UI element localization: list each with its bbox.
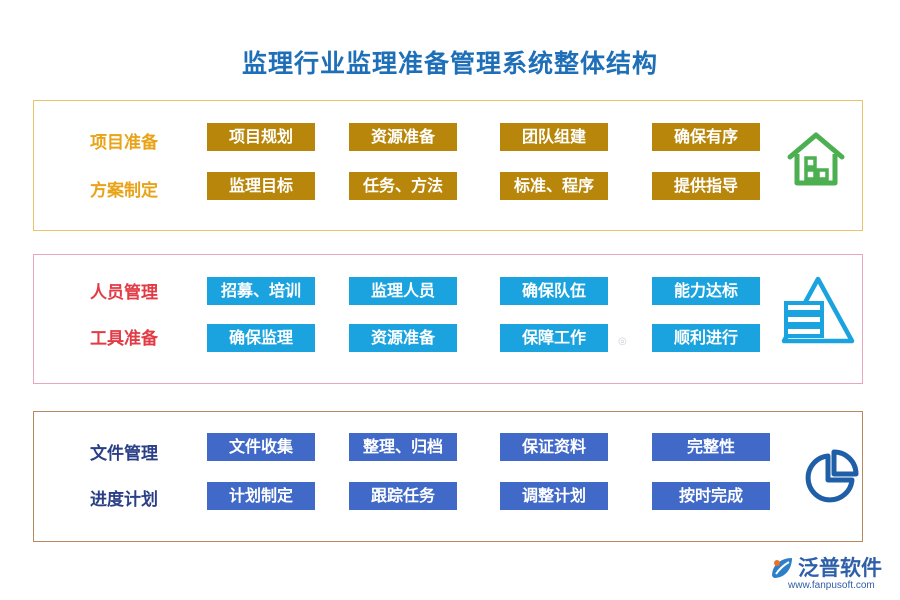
item-box: 资源准备 bbox=[349, 123, 457, 151]
item-box: 团队组建 bbox=[500, 123, 608, 151]
item-box: 资源准备 bbox=[349, 324, 457, 352]
item-box: 标准、程序 bbox=[500, 172, 608, 200]
stacked-triangle-icon bbox=[781, 276, 855, 344]
item-box: 能力达标 bbox=[652, 277, 760, 305]
brand-url: www.fanpusoft.com bbox=[788, 580, 875, 591]
row-label-documents: 文件管理 bbox=[90, 444, 158, 464]
item-box: 确保队伍 bbox=[500, 277, 608, 305]
item-box: 项目规划 bbox=[207, 123, 315, 151]
house-icon bbox=[787, 132, 845, 186]
leaf-logo-icon bbox=[772, 558, 792, 578]
section-project-preparation: 项目准备 方案制定 项目规划 资源准备 团队组建 确保有序 监理目标 任务、方法… bbox=[33, 100, 863, 231]
item-box: 监理目标 bbox=[207, 172, 315, 200]
item-box: 跟踪任务 bbox=[349, 482, 457, 510]
item-box: 保证资料 bbox=[500, 433, 608, 461]
brand-name: 泛普软件 bbox=[798, 556, 882, 580]
item-box: 按时完成 bbox=[652, 482, 770, 510]
row-label-tool-prep: 工具准备 bbox=[90, 329, 158, 349]
section-document-management: 文件管理 进度计划 文件收集 整理、归档 保证资料 完整性 计划制定 跟踪任务 … bbox=[33, 411, 863, 542]
brand-logo: 泛普软件 www.fanpusoft.com bbox=[768, 552, 893, 596]
item-box: 文件收集 bbox=[207, 433, 315, 461]
item-box: 计划制定 bbox=[207, 482, 315, 510]
item-box: 确保有序 bbox=[652, 123, 760, 151]
section-personnel-management: 人员管理 工具准备 招募、培训 监理人员 确保队伍 能力达标 确保监理 资源准备… bbox=[33, 254, 863, 384]
row-label-project-prep: 项目准备 bbox=[90, 133, 158, 153]
item-box: 提供指导 bbox=[652, 172, 760, 200]
watermark: ◎ bbox=[618, 336, 627, 347]
row-label-personnel: 人员管理 bbox=[90, 283, 158, 303]
item-box: 保障工作 bbox=[500, 324, 608, 352]
item-box: 任务、方法 bbox=[349, 172, 457, 200]
item-box: 顺利进行 bbox=[652, 324, 760, 352]
item-box: 完整性 bbox=[652, 433, 770, 461]
pie-chart-icon bbox=[805, 449, 859, 503]
item-box: 确保监理 bbox=[207, 324, 315, 352]
row-label-plan-making: 方案制定 bbox=[90, 181, 158, 201]
item-box: 监理人员 bbox=[349, 277, 457, 305]
item-box: 调整计划 bbox=[500, 482, 608, 510]
item-box: 整理、归档 bbox=[349, 433, 457, 461]
diagram-title: 监理行业监理准备管理系统整体结构 bbox=[241, 49, 658, 78]
row-label-schedule: 进度计划 bbox=[90, 490, 158, 510]
item-box: 招募、培训 bbox=[207, 277, 315, 305]
